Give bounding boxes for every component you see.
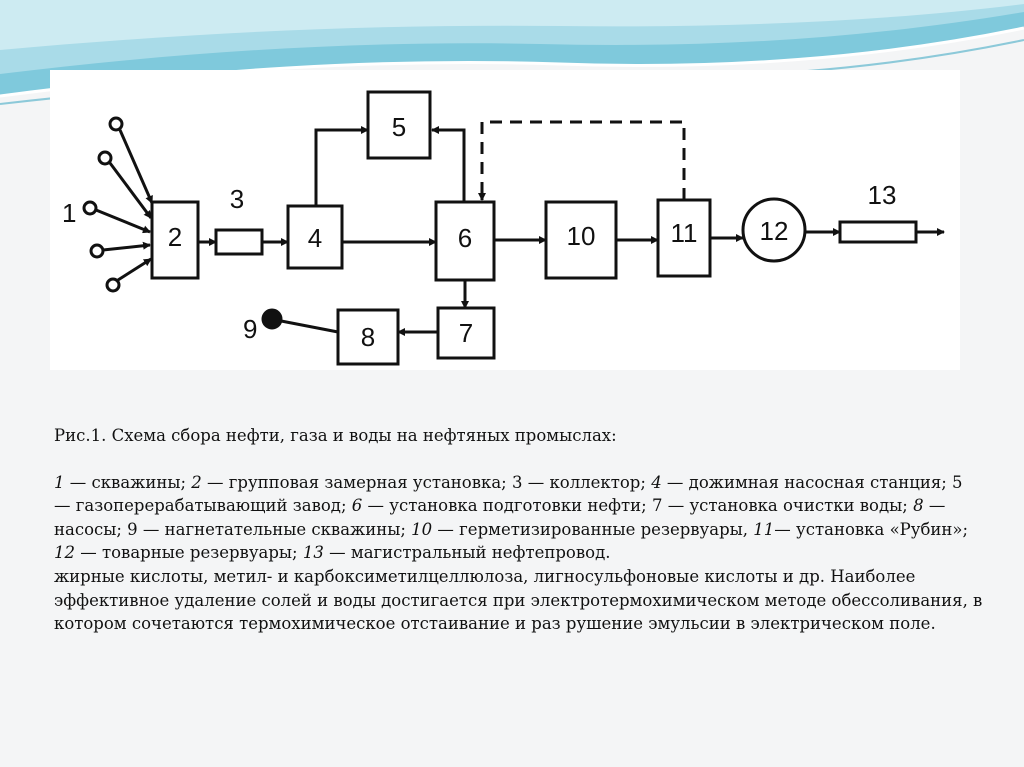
well-circle-1	[108, 116, 124, 132]
body-text: жирные кислоты, метил- и карбоксиметилце…	[54, 566, 983, 634]
legend-text: — товарные резервуары;	[75, 543, 303, 563]
figure-legend: 1 — скважины; 2 — групповая замерная уст…	[54, 471, 984, 565]
label-gas-plant: 5	[392, 112, 406, 142]
label-injection-wells: 9	[243, 314, 257, 344]
wells	[82, 116, 154, 293]
legend-text: — герметизированные резервуары,	[432, 519, 754, 539]
block-pumps	[336, 308, 400, 366]
legend-text: — групповая замерная установка; 3 — колл…	[201, 472, 652, 492]
legend-num: 8	[913, 496, 924, 516]
block-commercial-tanks	[741, 197, 807, 263]
legend-num: 12	[54, 543, 75, 563]
legend-text: — насосы; 9 — нагнетательные скважины;	[54, 496, 946, 539]
caption: Рис.1. Схема сбора нефти, газа и воды на…	[54, 424, 984, 636]
label-sealed-tanks: 10	[567, 221, 596, 251]
injection-well-dot	[261, 308, 283, 330]
oil-gathering-diagram: 1 2 3 4 5 6 10	[50, 70, 960, 370]
legend-text: — скважины;	[64, 472, 192, 492]
legend-text: — установка «Рубин»;	[774, 519, 969, 539]
label-oil-treatment: 6	[458, 223, 472, 253]
figure-title: Рис.1. Схема сбора нефти, газа и воды на…	[54, 426, 617, 445]
label-booster-pump: 4	[308, 223, 322, 253]
block-collector	[214, 228, 264, 256]
label-collector: 3	[230, 184, 244, 214]
legend-num: 1	[54, 472, 65, 492]
legend-text: — магистральный нефтепровод.	[323, 543, 611, 563]
well-circle-2	[97, 150, 113, 166]
label-pumps: 8	[361, 322, 375, 352]
legend-num: 11	[753, 519, 775, 539]
well-circle-5	[105, 277, 121, 293]
well-circle-4	[89, 243, 105, 259]
legend-text: — установка подготовки нефти; 7 — устано…	[362, 496, 914, 516]
label-water-treatment: 7	[459, 318, 473, 348]
legend-num: 2	[191, 472, 202, 492]
label-rubin-unit: 11	[671, 218, 698, 248]
well-circle-3	[82, 200, 98, 216]
block-main-pipeline	[838, 220, 918, 244]
slide-header-waves	[0, 0, 1024, 120]
label-wells: 1	[62, 198, 76, 228]
legend-num: 10	[411, 519, 433, 539]
legend-num: 4	[651, 472, 662, 492]
block-gas-plant	[366, 90, 432, 160]
label-commercial-tanks: 12	[760, 216, 789, 246]
legend-text: — дожимная насосная станция; 5 — газопер…	[54, 472, 963, 516]
legend-num: 6	[351, 496, 363, 516]
legend-num: 13	[302, 543, 324, 563]
label-main-pipeline: 13	[868, 180, 897, 210]
label-measuring-unit: 2	[168, 222, 182, 252]
block-measuring-unit	[150, 200, 200, 280]
